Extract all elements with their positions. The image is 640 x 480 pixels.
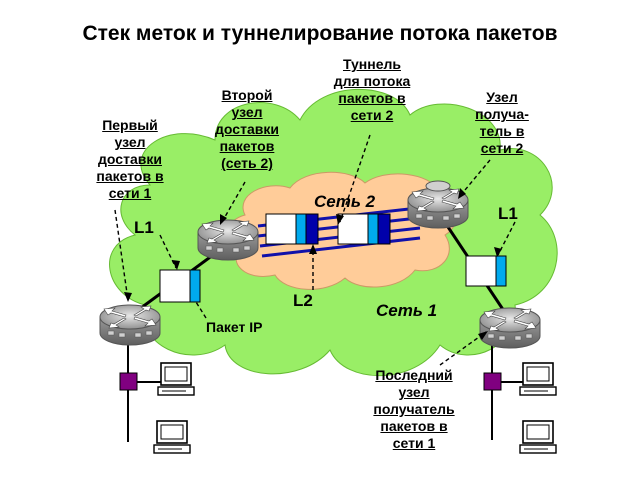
label-network-2: Сеть 2 (314, 192, 376, 211)
callout-line: сети 2 (350, 107, 394, 123)
callout-line: для потока (333, 73, 411, 89)
pointer-ip-packet (195, 301, 207, 319)
packet-ip-labeled-right (465, 255, 507, 287)
callout-last-node: Последний узел получатель пакетов в сети… (362, 367, 466, 452)
router-icon (99, 304, 161, 346)
callout-line: тель в (479, 123, 525, 139)
callout-line: пакетов (219, 138, 275, 154)
callout-line: Туннель (342, 56, 401, 72)
callout-tunnel: Туннель для потока пакетов в сети 2 (326, 56, 418, 124)
callout-line: пакетов в (338, 90, 406, 106)
callout-line: получа- (475, 106, 529, 122)
label-l2: L2 (293, 291, 313, 310)
callout-line: Первый (102, 117, 158, 133)
callout-line: доставки (215, 121, 279, 137)
callout-receiver-node: Узел получа- тель в сети 2 (462, 89, 542, 157)
callout-second-node: Второй узел доставки пакетов (сеть 2) (202, 87, 292, 172)
callout-line: Второй (221, 87, 273, 103)
callout-line: сети 2 (480, 140, 524, 156)
computer-icon (519, 362, 557, 396)
computer-icon (157, 362, 195, 396)
label-l1-right: L1 (498, 204, 518, 223)
packet-tunnel-left (265, 213, 319, 245)
label-l1-left: L1 (134, 218, 154, 237)
hub-icon (483, 372, 502, 391)
label-network-1: Сеть 1 (376, 301, 438, 320)
callout-line: (сеть 2) (221, 155, 273, 171)
label-ip-packet: Пакет IP (206, 319, 263, 335)
callout-line: получатель (373, 401, 455, 417)
hub-icon (119, 372, 138, 391)
computer-icon (153, 420, 191, 454)
callout-line: узел (398, 384, 430, 400)
pointer-tunnel (339, 134, 371, 223)
callout-line: пакетов в (96, 168, 164, 184)
packet-ip-labeled-left (159, 269, 201, 303)
computer-icon (519, 420, 557, 454)
callout-line: сети 1 (108, 185, 152, 201)
router-icon (479, 307, 541, 349)
pointer-receiver-node (459, 159, 491, 197)
router-icon (197, 219, 259, 261)
callout-first-node: Первый узел доставки пакетов в сети 1 (88, 117, 172, 202)
callout-line: Узел (486, 89, 518, 105)
router-antenna (425, 180, 451, 192)
callout-line: Последний (375, 367, 453, 383)
callout-line: доставки (98, 151, 162, 167)
diagram-title: Стек меток и туннелирование потока пакет… (82, 22, 558, 45)
callout-line: пакетов в (380, 418, 448, 434)
callout-line: узел (231, 104, 263, 120)
pointer-second-node (221, 181, 246, 223)
pointer-last-node (439, 331, 487, 366)
callout-line: сети 1 (392, 435, 436, 451)
packet-tunnel-right (337, 213, 391, 245)
pointer-first-node (114, 209, 129, 301)
callout-line: узел (114, 134, 146, 150)
pointer-arrowheads (124, 188, 502, 340)
